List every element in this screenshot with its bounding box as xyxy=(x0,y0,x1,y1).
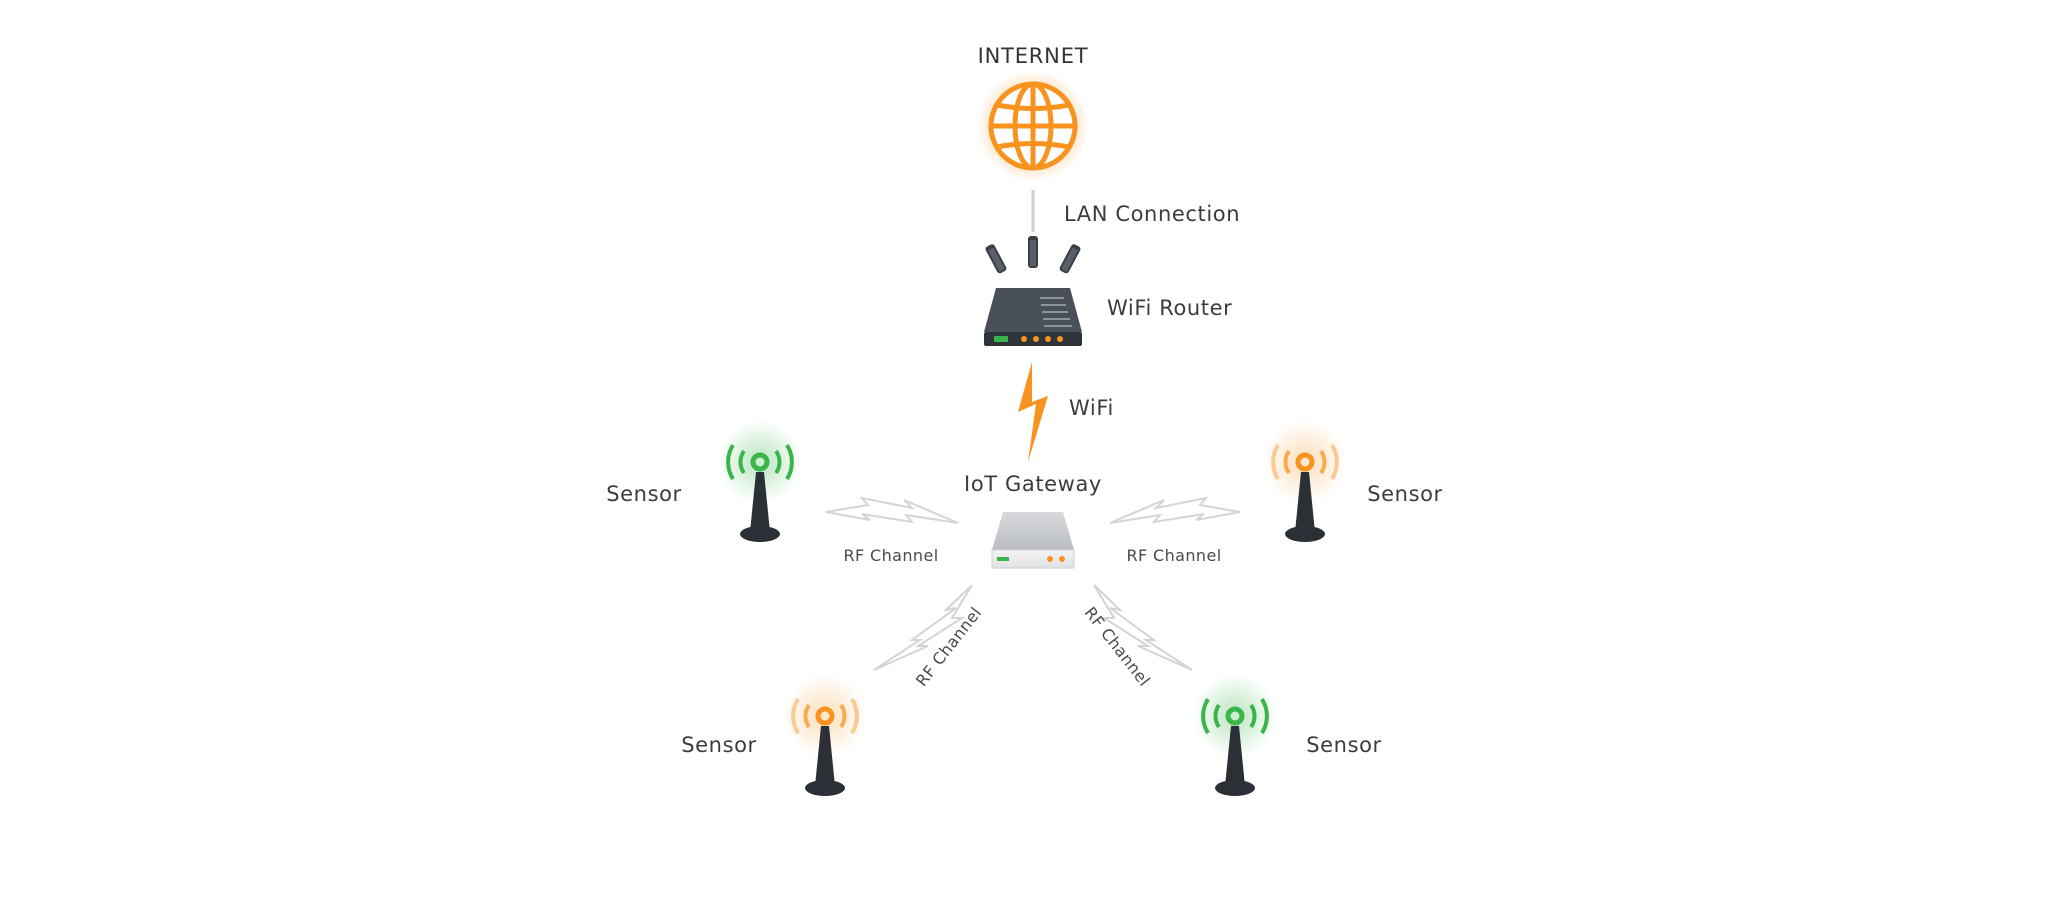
rf-lightning-icon xyxy=(873,584,973,671)
lan-label: LAN Connection xyxy=(1064,202,1240,226)
sensor-antenna-icon xyxy=(783,674,867,796)
sensor-label: Sensor xyxy=(681,733,757,757)
sensor-node-bottom-right: Sensor xyxy=(1193,674,1382,796)
rf-label-right: RF Channel xyxy=(1126,546,1221,565)
rf-link-bottom-left: RF Channel xyxy=(873,584,985,690)
rf-label-left: RF Channel xyxy=(843,546,938,565)
sensor-node-top-right: Sensor xyxy=(1263,420,1443,542)
wifi-label: WiFi xyxy=(1069,396,1114,420)
internet-label: INTERNET xyxy=(978,44,1089,68)
globe-icon xyxy=(977,70,1089,182)
rf-link-left: RF Channel xyxy=(825,496,959,565)
sensor-label: Sensor xyxy=(1306,733,1382,757)
rf-lightning-icon xyxy=(825,496,959,524)
sensor-antenna-icon xyxy=(718,420,802,542)
sensor-label: Sensor xyxy=(606,482,682,506)
router-icon xyxy=(984,236,1082,346)
wifi-lightning-icon xyxy=(1018,362,1048,462)
wifi-link: WiFi xyxy=(1018,362,1114,462)
gateway-label: IoT Gateway xyxy=(964,472,1102,496)
sensor-antenna-icon xyxy=(1263,420,1347,542)
rf-link-bottom-right: RF Channel xyxy=(1081,584,1193,690)
lan-link: LAN Connection xyxy=(1031,190,1240,232)
internet-node: INTERNET xyxy=(977,44,1089,182)
sensor-antenna-icon xyxy=(1193,674,1277,796)
gateway-node: IoT Gateway xyxy=(964,472,1102,569)
sensor-node-top-left: Sensor xyxy=(606,420,802,542)
rf-link-right: RF Channel xyxy=(1109,496,1241,565)
sensor-node-bottom-left: Sensor xyxy=(681,674,867,796)
router-label: WiFi Router xyxy=(1107,296,1232,320)
rf-lightning-icon xyxy=(1109,496,1241,524)
gateway-icon xyxy=(991,512,1075,569)
rf-lightning-icon xyxy=(1093,584,1193,671)
router-node: WiFi Router xyxy=(984,236,1232,346)
sensor-label: Sensor xyxy=(1367,482,1443,506)
